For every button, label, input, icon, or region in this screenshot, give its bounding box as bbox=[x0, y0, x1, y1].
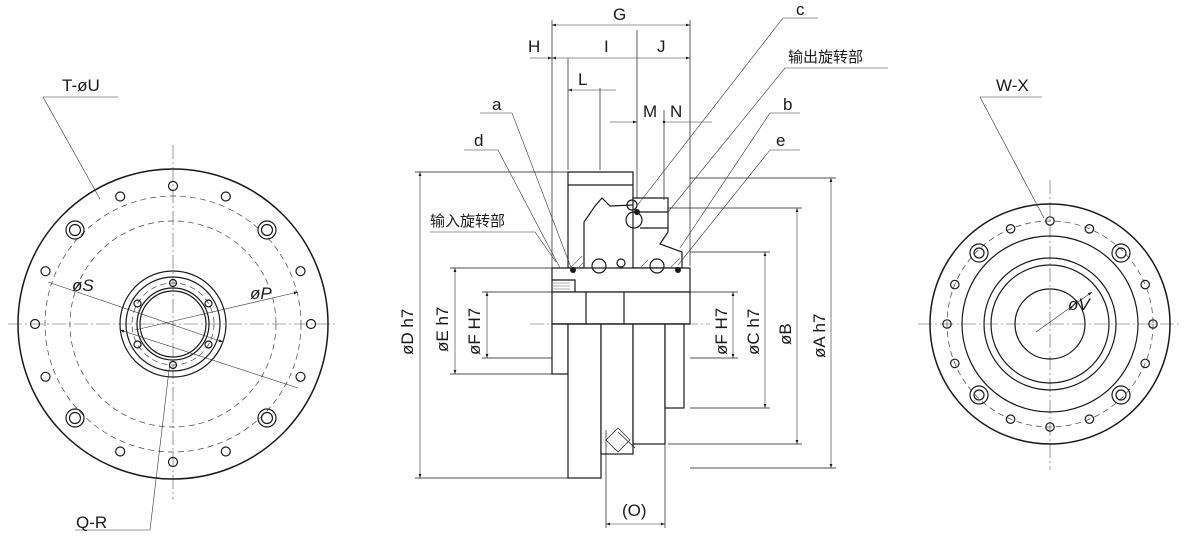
side-view-callouts: a b c d e 输出旋转部 输入旋转部 bbox=[430, 0, 863, 230]
tapped-hole bbox=[133, 340, 142, 349]
bolt-hole bbox=[220, 191, 231, 202]
w-x-hole bbox=[1148, 319, 1158, 329]
w-x-hole bbox=[1045, 216, 1055, 226]
w-x-hole bbox=[1140, 358, 1150, 369]
callout-b: b bbox=[783, 95, 792, 114]
dim-l: L bbox=[578, 70, 587, 89]
bolt-hole bbox=[115, 191, 126, 202]
dim-o: (O) bbox=[622, 501, 647, 520]
right-large-holes bbox=[969, 243, 1131, 405]
w-x-label: W-X bbox=[996, 76, 1029, 95]
bolt-hole bbox=[40, 371, 51, 382]
dim-h: H bbox=[528, 37, 540, 56]
w-x-hole bbox=[1084, 224, 1095, 234]
bolt-hole bbox=[40, 266, 51, 277]
bolt-hole bbox=[167, 180, 179, 192]
dia-s-label: øS bbox=[72, 276, 94, 295]
w-x-hole bbox=[949, 358, 960, 369]
w-x-hole bbox=[1140, 279, 1150, 290]
outer-bolt-holes bbox=[29, 180, 317, 468]
tapped-hole bbox=[204, 340, 213, 349]
w-x-hole bbox=[942, 319, 952, 329]
bolt-hole bbox=[115, 446, 126, 457]
dim-b: øB bbox=[776, 323, 795, 345]
dim-j: J bbox=[657, 37, 666, 56]
dim-m: M bbox=[643, 102, 657, 121]
bolt-hole bbox=[295, 371, 306, 382]
side-section-view bbox=[415, 17, 888, 528]
dim-i: I bbox=[604, 37, 609, 56]
bolt-hole bbox=[220, 446, 231, 457]
callout-a: a bbox=[492, 95, 502, 114]
note-input-rotating: 输入旋转部 bbox=[430, 212, 505, 230]
tapped-hole bbox=[204, 299, 213, 308]
left-end-view bbox=[8, 96, 338, 531]
dia-p-label: øP bbox=[250, 284, 272, 303]
bolt-hole bbox=[305, 318, 317, 330]
callout-d: d bbox=[474, 131, 483, 150]
dim-f-h7-left: øF H7 bbox=[465, 308, 484, 355]
dim-d-h7: øD h7 bbox=[398, 309, 417, 355]
dim-c-h7: øC h7 bbox=[744, 309, 763, 355]
note-output-rotating: 输出旋转部 bbox=[788, 48, 863, 66]
dim-f-h7-right: øF H7 bbox=[712, 308, 731, 355]
dim-a-h7: øA h7 bbox=[810, 314, 829, 358]
w-x-hole bbox=[1084, 414, 1095, 424]
w-x-hole bbox=[1045, 422, 1055, 432]
bolt-hole bbox=[167, 456, 179, 468]
side-view-dimension-labels: G H I J L M N (O) øD h7 øE h7 øF H7 øF H… bbox=[398, 5, 829, 520]
dim-g: G bbox=[613, 5, 626, 24]
dia-v-label: øV bbox=[1068, 295, 1091, 314]
bolt-circle-holes-label: T-øU bbox=[62, 76, 100, 95]
tapped-holes-label: Q-R bbox=[76, 513, 107, 532]
dim-e-h7: øE h7 bbox=[433, 307, 452, 352]
dim-n: N bbox=[670, 102, 682, 121]
tapped-hole bbox=[168, 278, 178, 288]
w-x-holes bbox=[942, 216, 1158, 432]
tapped-hole bbox=[133, 299, 142, 308]
bolt-hole bbox=[295, 266, 306, 277]
w-x-hole bbox=[1005, 224, 1016, 234]
w-x-hole bbox=[949, 279, 960, 290]
bolt-hole bbox=[29, 318, 41, 330]
callout-c: c bbox=[796, 0, 805, 19]
right-end-view bbox=[918, 96, 1182, 470]
w-x-hole bbox=[1005, 414, 1016, 424]
callout-e: e bbox=[776, 131, 785, 150]
large-bolt-holes bbox=[65, 220, 277, 428]
